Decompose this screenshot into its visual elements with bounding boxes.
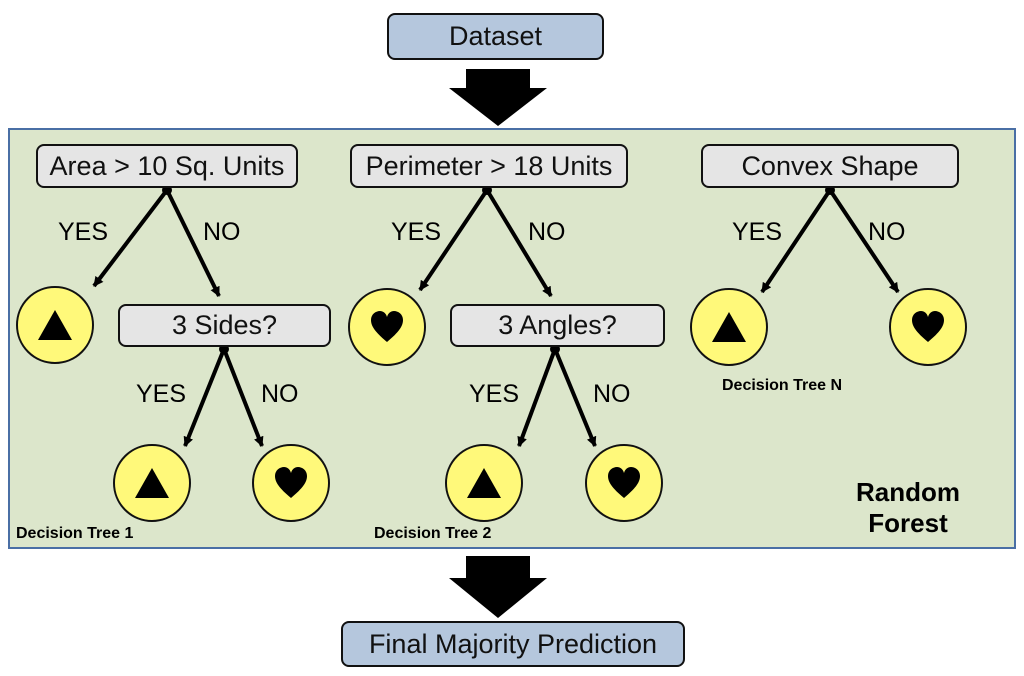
dataset-box: Dataset [387, 13, 604, 60]
tree-2-sub-node: 3 Angles? [450, 304, 665, 347]
random-forest-label: Random Forest [838, 477, 978, 539]
tree-2-root-yes-label: YES [391, 218, 442, 246]
tree-2-root-node: Perimeter > 18 Units [350, 144, 628, 188]
triangle-icon [712, 312, 746, 342]
tree-1-root-node: Area > 10 Sq. Units [36, 144, 298, 188]
tree-2-label: Decision Tree 2 [374, 525, 492, 542]
tree-n-yes-leaf [690, 288, 768, 366]
down-arrow-bottom [449, 556, 547, 618]
tree-2-root-no-label: NO [528, 218, 566, 246]
tree-1-edges [92, 188, 264, 447]
triangle-icon [135, 468, 169, 498]
tree-1-yes-leaf [16, 286, 94, 364]
triangle-icon [38, 310, 72, 340]
tree-n-no-leaf [889, 288, 967, 366]
tree-1-sub-node: 3 Sides? [118, 304, 331, 347]
heart-icon [275, 467, 307, 498]
tree-2-edges [418, 188, 597, 447]
heart-icon [912, 311, 944, 342]
random-forest-line2: Forest [868, 508, 948, 539]
tree-2-sub-no-leaf [585, 444, 663, 522]
tree-1-root-no-label: NO [203, 218, 241, 246]
heart-icon [608, 467, 640, 498]
triangle-icon [467, 468, 501, 498]
tree-n-root-no-label: NO [868, 218, 906, 246]
tree-n-edges [760, 188, 900, 294]
final-prediction-box: Final Majority Prediction [341, 621, 685, 667]
tree-1-sub-no-label: NO [261, 380, 299, 408]
tree-1-sub-yes-leaf [113, 444, 191, 522]
tree-n-label: Decision Tree N [722, 377, 843, 394]
tree-n-root-node: Convex Shape [701, 144, 959, 188]
random-forest-line1: Random [856, 477, 960, 507]
tree-2-sub-yes-leaf [445, 444, 523, 522]
tree-2-yes-leaf [348, 288, 426, 366]
tree-n-root-yes-label: YES [732, 218, 783, 246]
down-arrow-top [449, 69, 547, 126]
tree-2-sub-no-label: NO [593, 380, 631, 408]
tree-1-sub-yes-label: YES [136, 380, 187, 408]
tree-1-root-yes-label: YES [58, 218, 109, 246]
heart-icon [371, 311, 403, 342]
tree-2-sub-yes-label: YES [469, 380, 520, 408]
tree-1-label: Decision Tree 1 [16, 525, 134, 542]
tree-1-sub-no-leaf [252, 444, 330, 522]
